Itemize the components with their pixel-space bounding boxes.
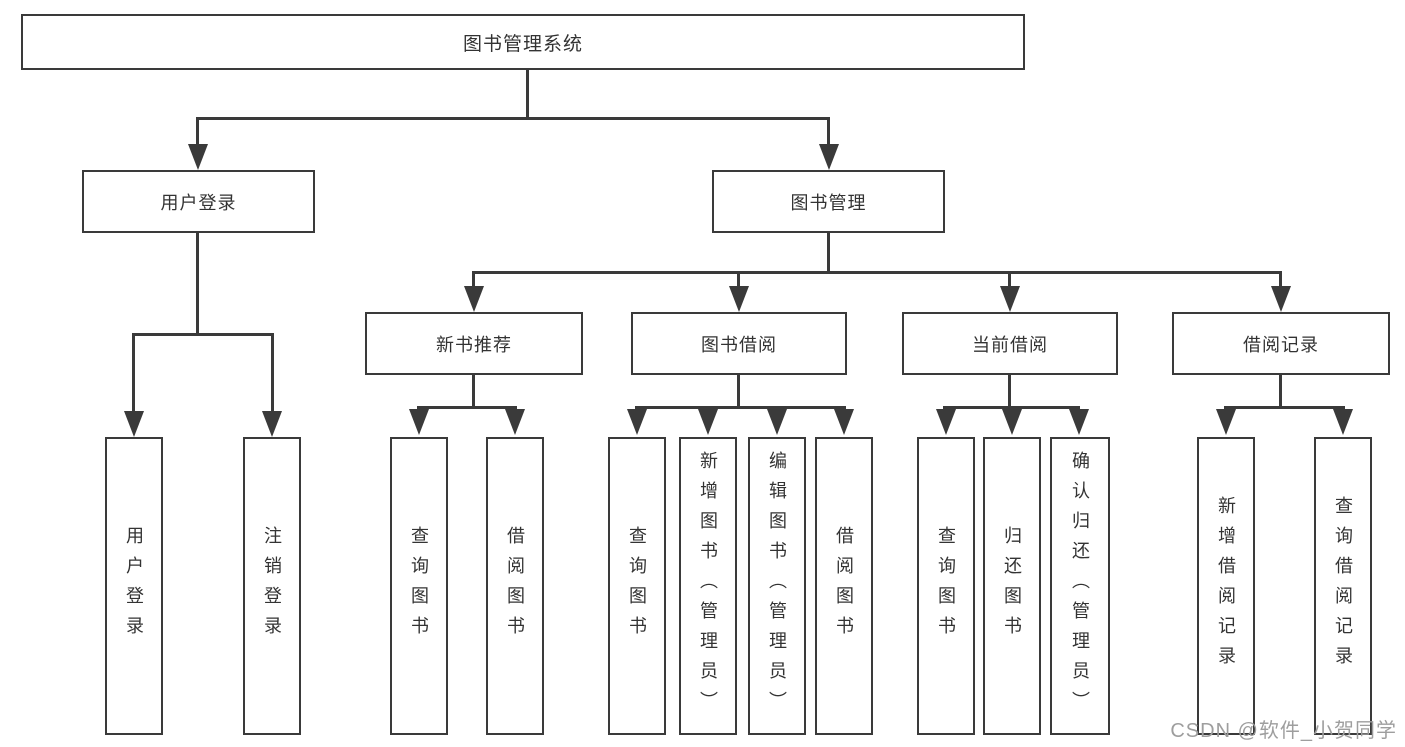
arrowhead-borrow-record xyxy=(1271,286,1291,312)
connector-level2-rail xyxy=(196,117,829,120)
connector-shaft-user-login xyxy=(196,117,199,148)
connector-shaft-leaf-logout xyxy=(271,333,274,413)
leaf-label: 借阅图书 xyxy=(834,526,854,646)
leaf-label: 查询图书 xyxy=(936,526,956,646)
node-book-borrow: 图书借阅 xyxy=(631,312,847,375)
leaf-return-book: 归还图书 xyxy=(983,437,1041,735)
arrowhead-leaf-return xyxy=(1002,409,1022,435)
arrowhead-leaf-query-3 xyxy=(936,409,956,435)
arrowhead-leaf-add-record xyxy=(1216,409,1236,435)
connector-new-book-stub xyxy=(472,375,475,409)
connector-shaft-leaf-user-login xyxy=(132,333,135,413)
connector-new-book-rail xyxy=(417,406,517,409)
leaf-borrow-book: 借阅图书 xyxy=(815,437,873,735)
connector-shaft-new-book xyxy=(472,271,475,289)
node-label: 当前借阅 xyxy=(972,334,1048,355)
node-label: 借阅记录 xyxy=(1243,334,1319,355)
leaf-label: 借阅图书 xyxy=(505,526,525,646)
connector-shaft-borrow-record xyxy=(1279,271,1282,289)
connector-borrow-record-rail xyxy=(1224,406,1345,409)
arrowhead-leaf-logout xyxy=(262,411,282,437)
node-book-management: 图书管理 xyxy=(712,170,945,233)
leaf-label: 新增借阅记录 xyxy=(1216,496,1236,676)
arrowhead-book-borrow xyxy=(729,286,749,312)
connector-book-borrow-rail xyxy=(635,406,846,409)
leaf-label: 注销登录 xyxy=(262,526,282,646)
connector-root-stub xyxy=(526,70,529,118)
leaf-user-login: 用户登录 xyxy=(105,437,163,735)
node-label: 图书管理系统 xyxy=(462,33,583,55)
arrowhead-leaf-edit-book xyxy=(767,409,787,435)
arrowhead-current-borrow xyxy=(1000,286,1020,312)
leaf-add-book-admin: 新增图书（管理员） xyxy=(679,437,737,735)
node-new-book-recommend: 新书推荐 xyxy=(365,312,583,375)
leaf-label: 新增图书（管理员） xyxy=(698,451,718,721)
arrowhead-leaf-borrow-1 xyxy=(505,409,525,435)
arrowhead-leaf-confirm-return xyxy=(1069,409,1089,435)
node-label: 新书推荐 xyxy=(436,334,512,355)
leaf-label: 确认归还（管理员） xyxy=(1070,451,1090,721)
leaf-label: 查询图书 xyxy=(409,526,429,646)
connector-user-login-rail xyxy=(132,333,274,336)
connector-user-login-stub xyxy=(196,233,199,336)
connector-level3-rail xyxy=(472,271,1282,274)
connector-shaft-current-borrow xyxy=(1008,271,1011,289)
node-label: 用户登录 xyxy=(160,192,237,213)
connector-book-management-stub xyxy=(827,233,830,273)
arrowhead-leaf-query-record xyxy=(1333,409,1353,435)
arrowhead-leaf-user-login xyxy=(124,411,144,437)
leaf-label: 用户登录 xyxy=(124,526,144,646)
arrowhead-book-management xyxy=(819,144,839,170)
leaf-label: 编辑图书（管理员） xyxy=(767,451,787,721)
node-label: 图书管理 xyxy=(790,192,867,213)
arrowhead-new-book xyxy=(464,286,484,312)
leaf-confirm-return-admin: 确认归还（管理员） xyxy=(1050,437,1110,735)
arrowhead-leaf-query-2 xyxy=(627,409,647,435)
leaf-borrow-book-recommend: 借阅图书 xyxy=(486,437,544,735)
connector-borrow-record-stub xyxy=(1279,375,1282,409)
leaf-query-borrow-record: 查询借阅记录 xyxy=(1314,437,1372,735)
connector-current-borrow-stub xyxy=(1008,375,1011,409)
connector-current-borrow-rail xyxy=(943,406,1080,409)
leaf-label: 归还图书 xyxy=(1002,526,1022,646)
node-root-library-system: 图书管理系统 xyxy=(21,14,1025,70)
node-borrow-record: 借阅记录 xyxy=(1172,312,1390,375)
arrowhead-leaf-borrow-2 xyxy=(834,409,854,435)
leaf-logout: 注销登录 xyxy=(243,437,301,735)
connector-book-borrow-stub xyxy=(737,375,740,409)
arrowhead-leaf-query-1 xyxy=(409,409,429,435)
leaf-add-borrow-record: 新增借阅记录 xyxy=(1197,437,1255,735)
node-label: 图书借阅 xyxy=(701,334,777,355)
leaf-label: 查询图书 xyxy=(627,526,647,646)
leaf-label: 查询借阅记录 xyxy=(1333,496,1353,676)
arrowhead-user-login xyxy=(188,144,208,170)
leaf-query-book-borrow: 查询图书 xyxy=(608,437,666,735)
connector-shaft-book-borrow xyxy=(737,271,740,289)
leaf-query-book-recommend: 查询图书 xyxy=(390,437,448,735)
leaf-edit-book-admin: 编辑图书（管理员） xyxy=(748,437,806,735)
leaf-query-book-current: 查询图书 xyxy=(917,437,975,735)
arrowhead-leaf-add-book xyxy=(698,409,718,435)
node-current-borrow: 当前借阅 xyxy=(902,312,1118,375)
node-user-login: 用户登录 xyxy=(82,170,315,233)
connector-shaft-book-management xyxy=(827,117,830,148)
